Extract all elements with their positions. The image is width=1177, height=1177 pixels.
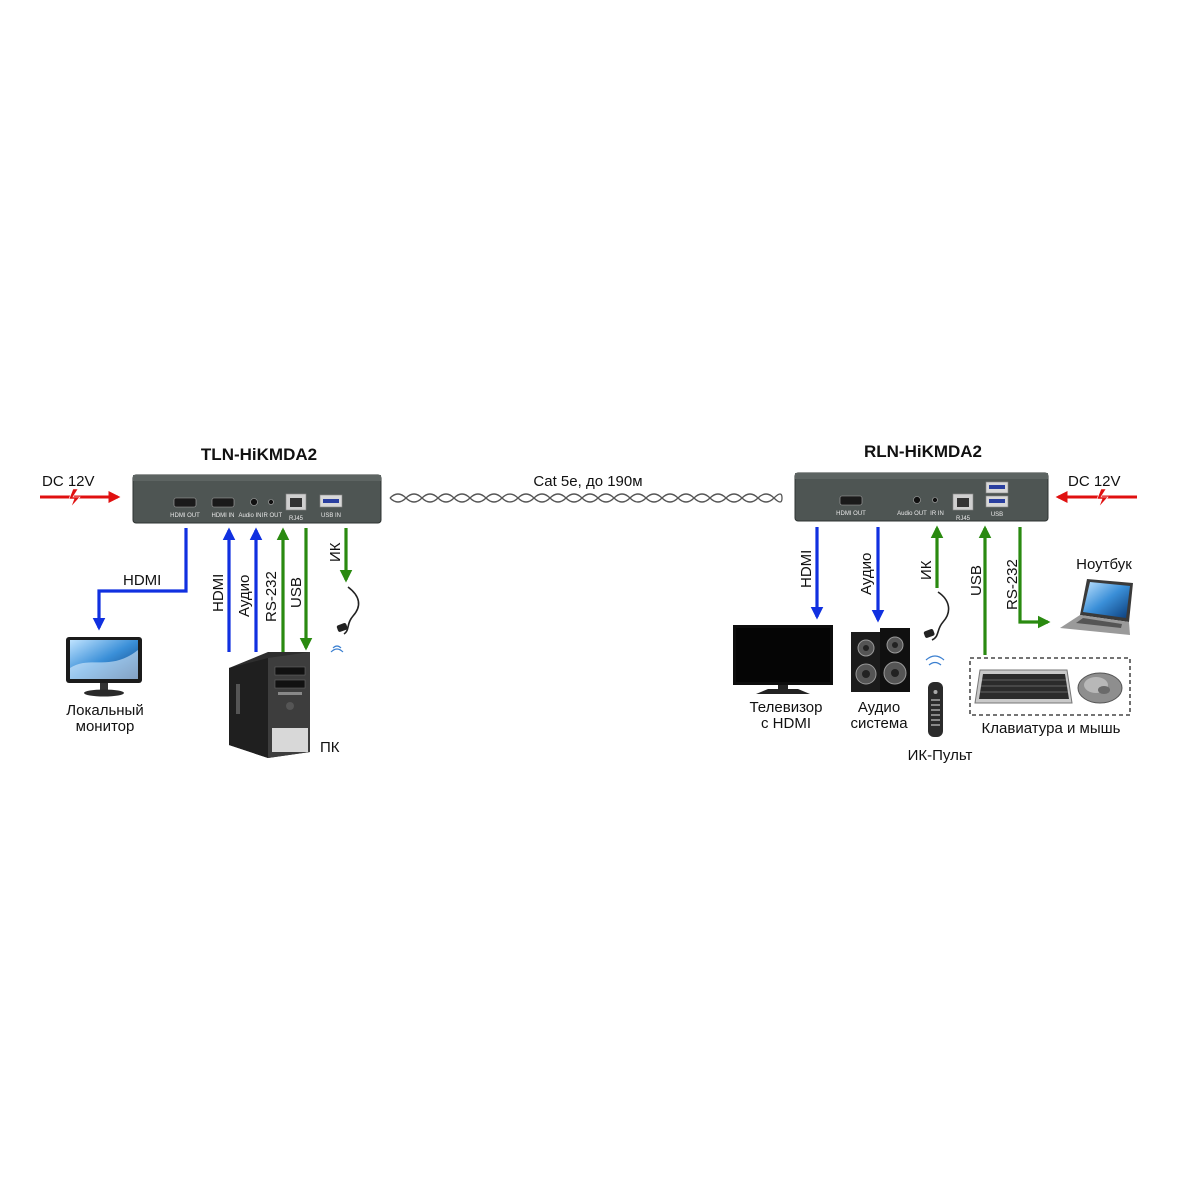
ir-receiver-icon xyxy=(923,591,950,641)
rx-ir-label: ИК xyxy=(918,560,935,580)
rx-usb-label: USB xyxy=(968,565,985,596)
rx-hdmi-label: HDMI xyxy=(798,550,815,588)
rx-port-label: USB xyxy=(991,512,1003,518)
receiver-box: HDMI OUT Audio OUT IR IN RJ45 USB xyxy=(794,472,1049,522)
transmitter-title: TLN-HiKMDA2 xyxy=(201,445,317,464)
right-power-label: DC 12V xyxy=(1068,473,1121,490)
local-monitor-label: Локальный xyxy=(66,702,143,719)
rx-port-label: Audio OUT xyxy=(897,511,927,517)
tv-icon xyxy=(733,625,833,694)
tx-hdmi-in-port xyxy=(211,497,235,508)
tx-port-label: HDMI IN xyxy=(212,513,235,519)
rx-port-label: RJ45 xyxy=(956,516,971,522)
rx-rs232-arrow xyxy=(1018,527,1051,629)
lightning-icon xyxy=(68,488,81,508)
transmitter-box: HDMI OUT HDMI IN Audio IN IR OUT RJ45 US… xyxy=(132,474,382,524)
tx-hdmi-out-label: HDMI xyxy=(123,572,161,589)
rx-hdmi-out-port xyxy=(839,495,863,506)
tx-rs232-label: RS-232 xyxy=(263,571,280,622)
tx-port-label: Audio IN xyxy=(238,513,261,519)
tx-ir-label: ИК xyxy=(327,542,344,562)
tx-ir-out-port xyxy=(268,499,274,505)
rx-port-label: IR IN xyxy=(930,511,944,517)
tx-hdmi-in-label: HDMI xyxy=(210,574,227,612)
lightning-icon xyxy=(1096,488,1109,508)
tx-port-label: HDMI OUT xyxy=(170,513,200,519)
laptop-label: Ноутбук xyxy=(1076,556,1132,573)
audio-system-label: Аудио xyxy=(858,699,900,716)
pc-label: ПК xyxy=(320,739,340,756)
rx-ir-in-port xyxy=(932,497,938,503)
speakers-icon xyxy=(851,628,910,692)
mouse-icon xyxy=(1077,672,1123,704)
monitor-icon xyxy=(66,637,142,697)
audio-system-label: система xyxy=(850,715,908,732)
tx-port-label: IR OUT xyxy=(262,513,283,519)
tx-port-label: RJ45 xyxy=(289,516,304,522)
rx-audio-out-port xyxy=(913,496,921,504)
rx-audio-label: Аудио xyxy=(858,553,875,595)
tx-port-label: USB IN xyxy=(321,513,341,519)
ir-emitter-icon xyxy=(330,586,360,653)
local-monitor-label: монитор xyxy=(76,718,135,735)
keyboard-icon xyxy=(974,669,1073,704)
tx-hdmi-out-port xyxy=(173,497,197,508)
receiver-title: RLN-HiKMDA2 xyxy=(864,442,982,461)
keyboard-mouse-label: Клавиатура и мышь xyxy=(982,720,1121,737)
cable-label: Cat 5e, до 190м xyxy=(533,473,642,490)
tv-label: с HDMI xyxy=(761,715,811,732)
tx-audio-in-port xyxy=(250,498,258,506)
tx-hdmi-out-arrow xyxy=(92,528,188,631)
keyboard-mouse-group xyxy=(969,657,1131,716)
left-power-label: DC 12V xyxy=(42,473,95,490)
tx-usb-label: USB xyxy=(288,577,305,608)
pc-tower-icon xyxy=(229,652,310,758)
remote-icon xyxy=(925,655,945,737)
rx-port-label: HDMI OUT xyxy=(836,511,866,517)
twisted-pair-cable xyxy=(389,493,783,503)
remote-label: ИК-Пульт xyxy=(908,747,973,764)
laptop-icon xyxy=(1060,579,1133,635)
rx-rs232-label: RS-232 xyxy=(1004,559,1021,610)
tx-audio-label: Аудио xyxy=(236,575,253,617)
tv-label: Телевизор xyxy=(749,699,822,716)
